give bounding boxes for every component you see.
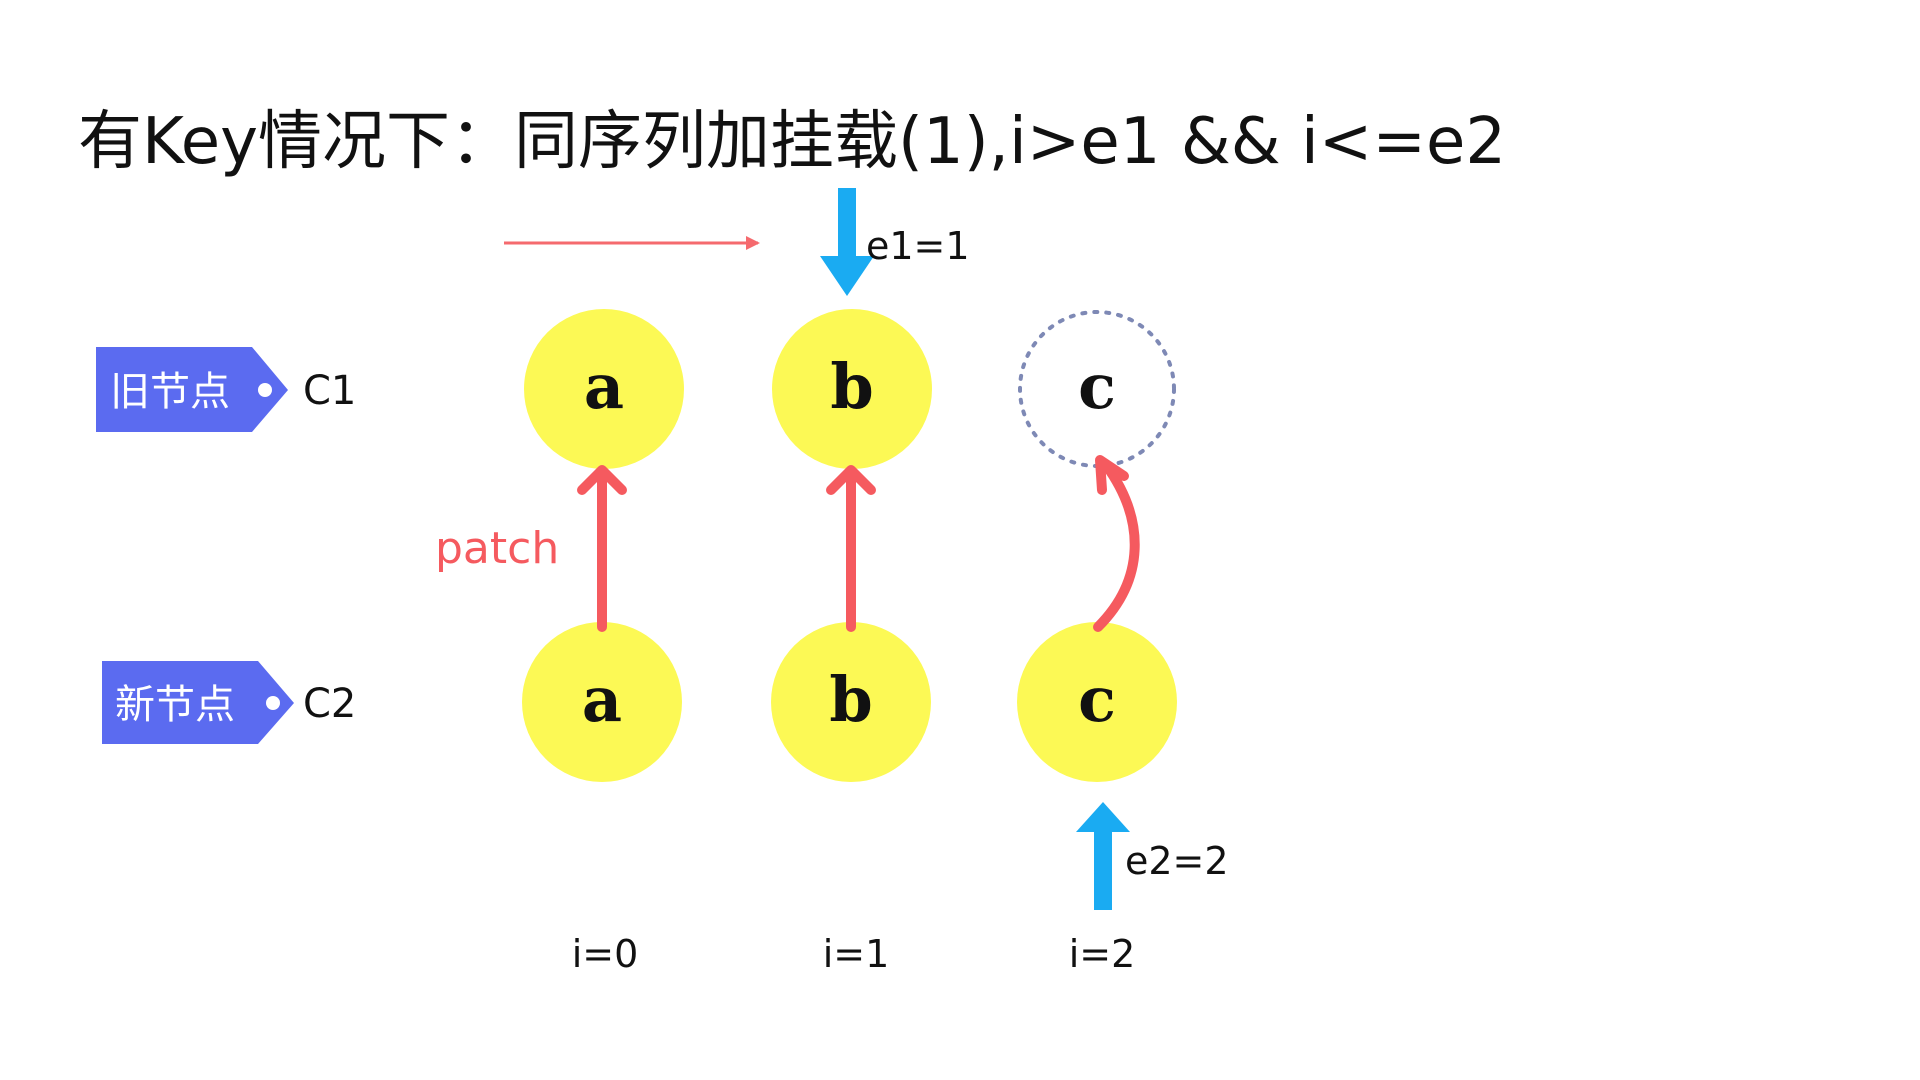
old-list-name: C1	[303, 368, 356, 414]
e2-pointer-label: e2=2	[1125, 839, 1229, 883]
old-node-b-label: b	[830, 350, 873, 423]
new-node-c	[1017, 622, 1177, 782]
new-nodes-tag: 新节点	[102, 661, 294, 744]
index-label-1: i=1	[823, 932, 890, 976]
patch-arrow-b	[826, 465, 876, 632]
e1-pointer-arrow	[820, 188, 874, 296]
new-nodes-tag-label: 新节点	[115, 682, 235, 728]
patch-arrow-a	[577, 465, 627, 632]
index-label-2: i=2	[1069, 932, 1136, 976]
new-node-c-label: c	[1078, 663, 1116, 736]
e2-pointer-arrow	[1076, 802, 1130, 910]
new-node-a	[522, 622, 682, 782]
page-title: 有Key情况下：同序列加挂载(1),i>e1 && i<=e2	[78, 105, 1506, 179]
new-node-a-label: a	[582, 663, 622, 736]
new-list-name: C2	[303, 681, 356, 727]
old-node-a-label: a	[584, 350, 624, 423]
old-nodes-tag: 旧节点	[96, 347, 288, 432]
e1-pointer-label: e1=1	[866, 224, 970, 268]
old-node-c-label: c	[1078, 350, 1116, 423]
old-node-a	[524, 309, 684, 469]
index-label-0: i=0	[572, 932, 639, 976]
patch-label: patch	[435, 523, 559, 574]
old-nodes-tag-label: 旧节点	[110, 369, 230, 415]
mount-arrow-c	[1093, 455, 1140, 632]
old-node-b	[772, 309, 932, 469]
new-node-b	[771, 622, 931, 782]
new-node-b-label: b	[829, 663, 872, 736]
